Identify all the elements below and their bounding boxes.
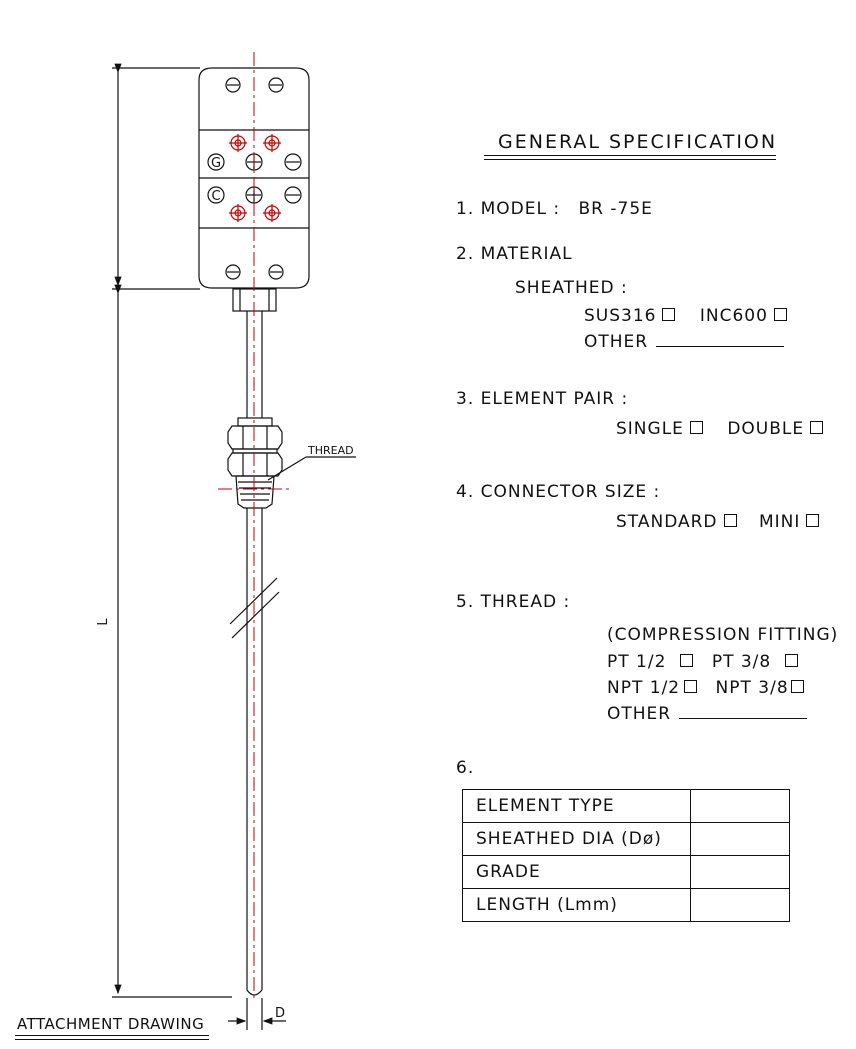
title-underline	[484, 159, 776, 160]
thread-leader	[267, 456, 307, 481]
material-options: SUS316 INC600	[584, 306, 787, 326]
table-row: LENGTH (Lmm)	[462, 888, 790, 922]
table-section-label: 6.	[456, 758, 475, 778]
option-sus316-label: SUS316	[584, 306, 657, 326]
checkbox-npt12[interactable]	[684, 679, 698, 693]
connector-size-options: STANDARD MINI	[616, 512, 820, 532]
table-row: GRADE	[462, 855, 790, 889]
row-label: GRADE	[462, 855, 691, 889]
page-title: GENERAL SPECIFICATION	[498, 131, 778, 153]
screw-icon	[207, 77, 302, 280]
spec-table: ELEMENT TYPE SHEATHED DIA (Dø) GRADE LEN…	[462, 789, 790, 922]
checkbox-pt38[interactable]	[785, 653, 799, 667]
row-value-cell[interactable]	[690, 789, 790, 823]
thread-options-row2: NPT 1/2 NPT 3/8	[607, 678, 804, 698]
option-mini-label: MINI	[758, 512, 801, 532]
table-row: ELEMENT TYPE	[462, 789, 790, 823]
thread-other-label: OTHER	[607, 704, 672, 724]
element-pair-options: SINGLE DOUBLE	[616, 419, 824, 439]
material-label: 2. MATERIAL	[456, 244, 573, 264]
element-pair-label: 3. ELEMENT PAIR :	[456, 389, 629, 409]
thread-options-row1: PT 1/2 PT 3/8	[607, 652, 799, 672]
thread-other-field[interactable]	[679, 717, 808, 719]
option-pt12-label: PT 1/2	[607, 652, 667, 672]
caption-underline	[15, 1039, 209, 1040]
checkbox-double[interactable]	[810, 420, 824, 434]
row-value-cell[interactable]	[690, 855, 790, 889]
checkbox-npt38[interactable]	[790, 679, 804, 693]
option-npt38-label: NPT 3/8	[715, 678, 789, 698]
connector-head-outline	[198, 67, 310, 289]
break-line	[231, 591, 280, 639]
row-value-cell[interactable]	[690, 822, 790, 856]
option-double-label: DOUBLE	[727, 419, 805, 439]
thread-section-label: 5. THREAD :	[456, 592, 571, 612]
row-label: ELEMENT TYPE	[462, 789, 691, 823]
row-label: SHEATHED DIA (Dø)	[462, 822, 691, 856]
table-row: SHEATHED DIA (Dø)	[462, 822, 790, 856]
model-value: BR -75E	[578, 199, 653, 219]
length-label: L	[96, 618, 111, 626]
sheathed-label: SHEATHED :	[515, 278, 628, 298]
drawing-caption: ATTACHMENT DRAWING	[17, 1015, 205, 1033]
break-line	[229, 577, 278, 625]
thread-note: (COMPRESSION FITTING)	[607, 625, 839, 645]
row-label: LENGTH (Lmm)	[462, 888, 691, 922]
connector-size-label: 4. CONNECTOR SIZE :	[456, 482, 661, 502]
terminal-icon	[229, 134, 281, 222]
model-label: 1. MODEL :	[456, 199, 561, 219]
title-underline	[484, 155, 776, 156]
thread-other: OTHER	[607, 704, 808, 724]
option-standard-label: STANDARD	[616, 512, 718, 532]
material-other-label: OTHER	[584, 332, 649, 352]
row-value-cell[interactable]	[690, 888, 790, 922]
material-other: OTHER	[584, 332, 785, 352]
material-other-field[interactable]	[656, 345, 785, 347]
diameter-label: D	[275, 1006, 285, 1021]
checkbox-sus316[interactable]	[662, 307, 676, 321]
option-single-label: SINGLE	[616, 419, 684, 439]
model-row: 1. MODEL : BR -75E	[456, 201, 653, 218]
thread-label: THREAD	[307, 444, 354, 457]
caption-underline	[15, 1035, 209, 1036]
checkbox-single[interactable]	[689, 420, 703, 434]
checkbox-standard[interactable]	[723, 513, 737, 527]
option-npt12-label: NPT 1/2	[607, 678, 681, 698]
option-inc600-label: INC600	[699, 306, 768, 326]
svg-text:G: G	[211, 156, 221, 171]
svg-text:C: C	[211, 189, 220, 204]
checkbox-mini[interactable]	[806, 513, 820, 527]
option-pt38-label: PT 3/8	[711, 652, 772, 672]
checkbox-inc600[interactable]	[773, 307, 787, 321]
checkbox-pt12[interactable]	[680, 653, 694, 667]
